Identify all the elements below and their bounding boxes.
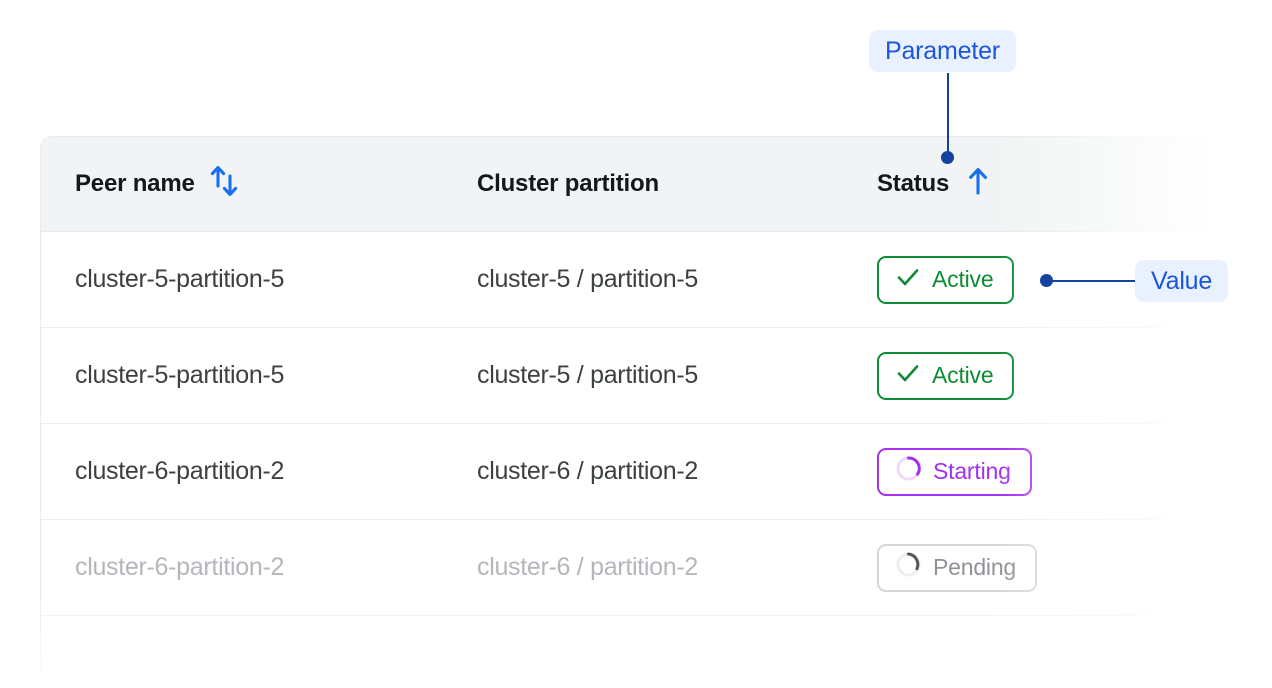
status-badge-label: Starting: [933, 458, 1011, 484]
column-header-cluster-partition[interactable]: Cluster partition: [477, 170, 659, 198]
cell-cluster-partition: cluster-5 / partition-5: [477, 361, 698, 389]
cell-status: Starting: [877, 447, 1032, 496]
column-header-status[interactable]: Status: [877, 165, 993, 204]
callout-value-label: Value: [1135, 260, 1229, 302]
table-header-row: Peer name Cluster partition: [41, 137, 1214, 232]
column-header-peer-name-label: Peer name: [75, 170, 195, 197]
cell-cluster-partition: cluster-6 / partition-2: [477, 553, 698, 581]
column-header-peer-name[interactable]: Peer name: [75, 164, 239, 205]
callout-parameter-connector-dot: [941, 151, 954, 164]
check-icon: [895, 360, 921, 392]
table-row[interactable]: cluster-6-partition-2 cluster-6 / partit…: [41, 520, 1214, 616]
status-badge[interactable]: Pending: [877, 543, 1038, 592]
cell-cluster-partition: cluster-5 / partition-5: [477, 265, 698, 293]
column-header-status-label: Status: [877, 170, 950, 197]
cell-peer-name: cluster-5-partition-5: [75, 265, 285, 293]
cell-status: Active: [877, 255, 1015, 304]
callout-parameter-label: Parameter: [869, 30, 1016, 72]
callout-parameter-connector-line: [947, 73, 949, 157]
cell-peer-name: cluster-6-partition-2: [75, 553, 285, 581]
column-header-cluster-partition-label: Cluster partition: [477, 170, 659, 197]
spinner-icon: [895, 455, 922, 488]
cell-peer-name: cluster-5-partition-5: [75, 361, 285, 389]
status-badge[interactable]: Active: [877, 255, 1015, 304]
table-row[interactable]: cluster-5-partition-5 cluster-5 / partit…: [41, 328, 1214, 424]
table-row[interactable]: [41, 616, 1214, 688]
cell-status: Active: [877, 351, 1015, 400]
callout-value-connector-dot: [1040, 274, 1053, 287]
cell-status: Pending: [877, 543, 1038, 592]
check-icon: [895, 264, 921, 296]
sort-ascending-icon[interactable]: [963, 165, 993, 204]
sort-both-icon[interactable]: [209, 164, 239, 205]
peers-table: Peer name Cluster partition: [40, 136, 1215, 688]
status-badge-label: Active: [932, 266, 994, 292]
table-row[interactable]: cluster-5-partition-5 cluster-5 / partit…: [41, 232, 1214, 328]
table-row[interactable]: cluster-6-partition-2 cluster-6 / partit…: [41, 424, 1214, 520]
cell-cluster-partition: cluster-6 / partition-2: [477, 457, 698, 485]
status-badge[interactable]: Active: [877, 351, 1015, 400]
spinner-icon: [895, 551, 922, 584]
cell-peer-name: cluster-6-partition-2: [75, 457, 285, 485]
status-badge[interactable]: Starting: [877, 447, 1032, 496]
status-badge-label: Pending: [933, 554, 1017, 580]
callout-value-connector-line: [1052, 280, 1136, 282]
status-badge-label: Active: [932, 362, 994, 388]
